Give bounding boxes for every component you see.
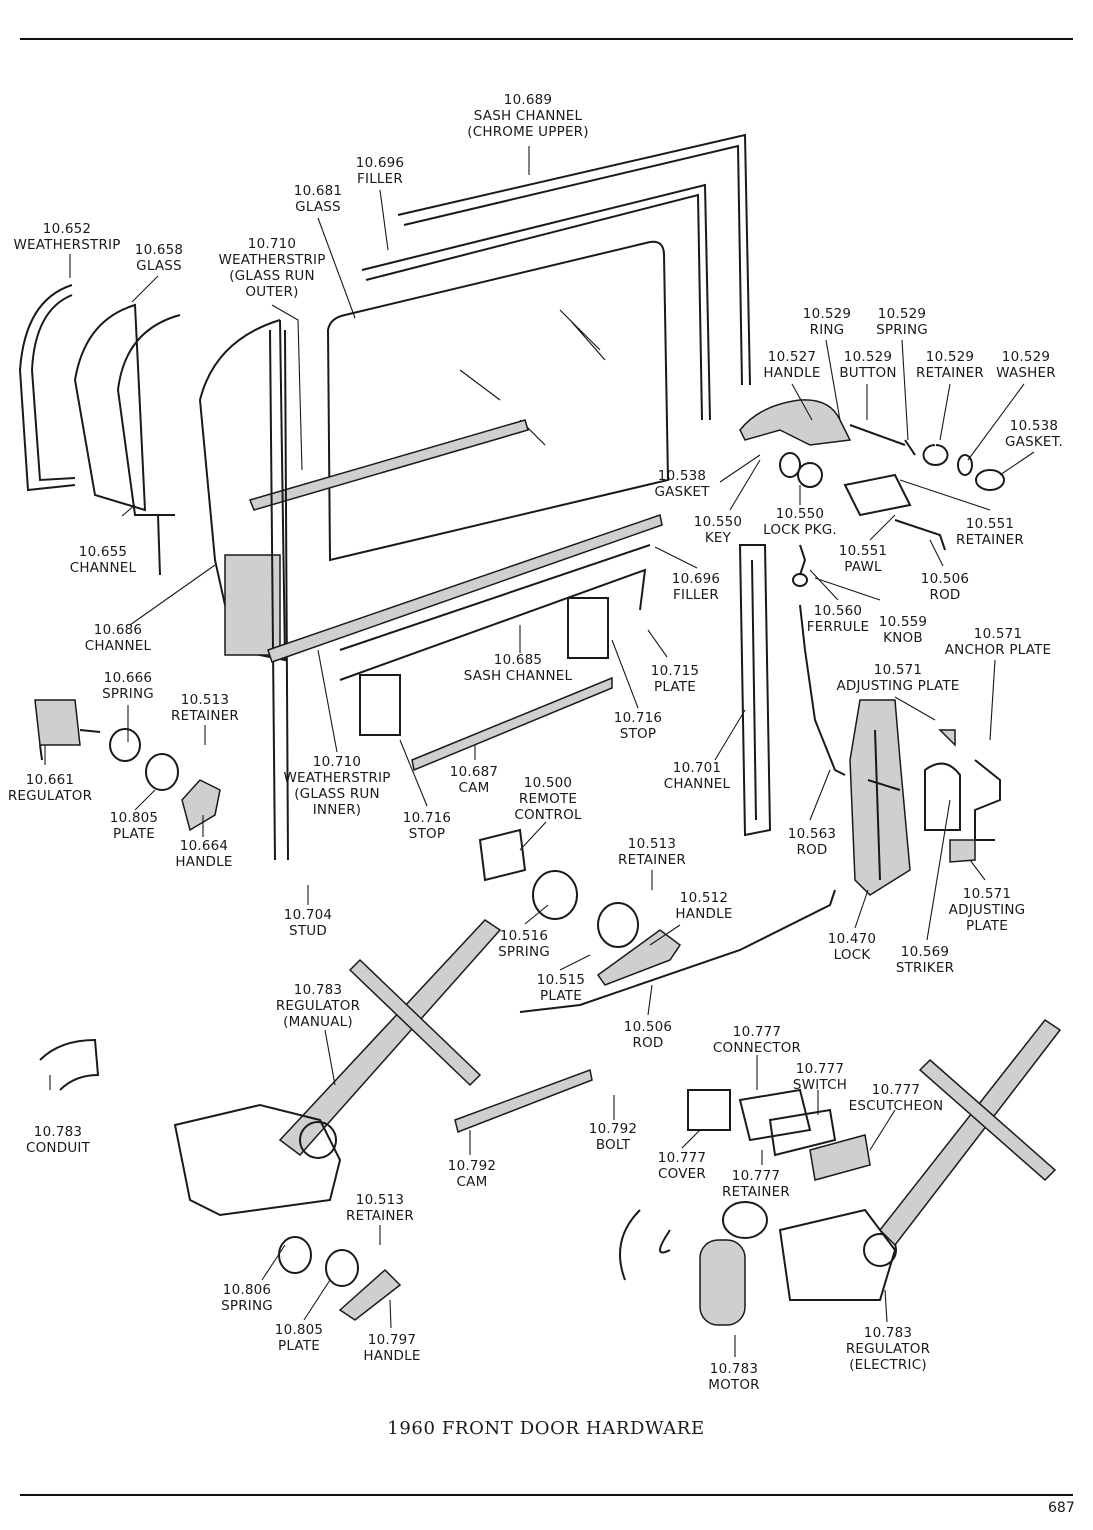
lower-rod-part — [519, 889, 836, 1013]
figure-caption: 1960 FRONT DOOR HARDWARE — [387, 1418, 705, 1439]
cam-792-part — [454, 1068, 593, 1134]
page-number: 687 — [1048, 1500, 1075, 1516]
leader-lines — [44, 146, 1035, 1357]
channel-701-part — [738, 544, 772, 837]
vent-glass-part — [73, 303, 147, 512]
vent-regulator-part — [34, 699, 221, 832]
remote-control-part — [478, 828, 682, 986]
lower-handle-part — [278, 1236, 402, 1321]
lower-sash-bar-part — [248, 419, 529, 511]
sash-channel-685-part — [267, 514, 663, 736]
top-rule — [20, 38, 1073, 40]
lock-pkg-part — [779, 452, 946, 551]
sash-channel-upper-part — [397, 133, 751, 386]
switch-group-part — [687, 1088, 871, 1181]
outside-handle-part — [739, 399, 1005, 491]
door-lock-part — [849, 699, 911, 896]
electric-regulator-part — [619, 1018, 1062, 1326]
channel-655-part — [116, 314, 181, 576]
filler-part — [361, 183, 711, 421]
striker-part — [924, 729, 1001, 863]
cam-687-part — [411, 676, 613, 772]
manual-regulator-part — [39, 919, 502, 1217]
weatherstrip-left-part — [18, 284, 76, 492]
vent-frame-part — [198, 319, 289, 861]
main-glass-part — [326, 240, 670, 562]
bottom-rule — [20, 1494, 1073, 1496]
door-lock-rod-part — [792, 544, 846, 776]
